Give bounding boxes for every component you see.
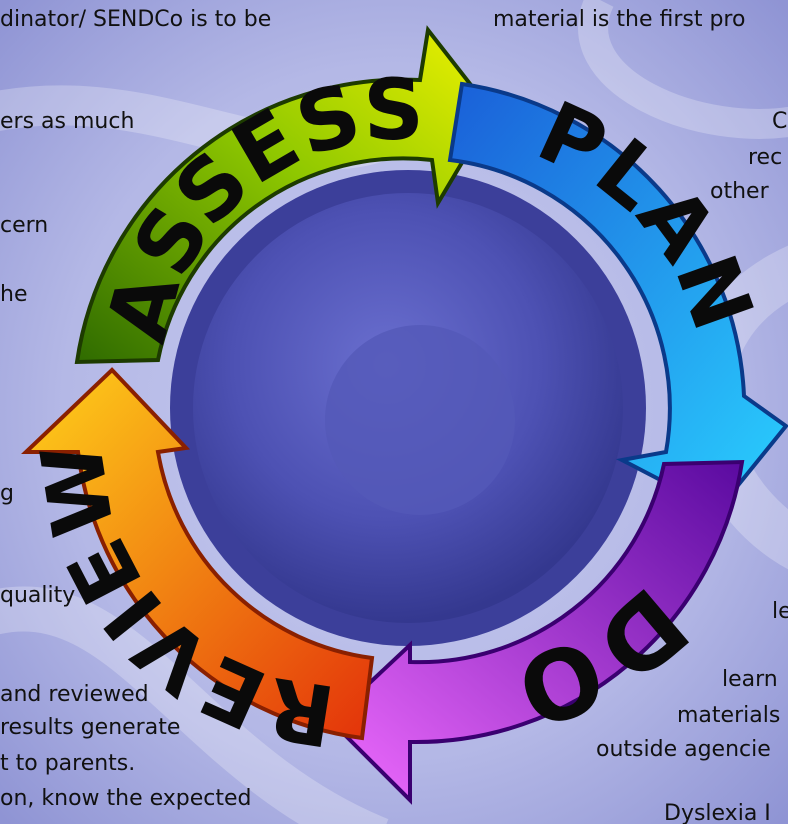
left-text-line: on, know the expected xyxy=(0,786,252,811)
center-disc xyxy=(170,170,646,646)
background-text-left: dinator/ SENDCo is to be ers as much cer… xyxy=(0,7,271,811)
right-text-line: outside agencie xyxy=(596,737,771,762)
left-text-line: cern xyxy=(0,213,48,238)
arrow-do xyxy=(327,459,745,805)
right-text-line: Dyslexia I xyxy=(664,801,771,824)
left-text-line: g xyxy=(0,481,14,506)
left-text-line: ers as much xyxy=(0,109,134,134)
left-text-line: dinator/ SENDCo is to be xyxy=(0,7,271,32)
right-text-line: materials xyxy=(677,703,780,728)
arrow-assess xyxy=(74,25,495,365)
right-text-line: le xyxy=(772,599,788,624)
right-text-line: C xyxy=(772,109,787,134)
right-text-line: learn xyxy=(722,667,778,692)
right-text-line: material is the first pro xyxy=(493,7,745,32)
background-text-right: material is the first pro C rec other le… xyxy=(493,7,788,824)
left-text-line: t to parents. xyxy=(0,751,135,776)
left-text-line: and reviewed xyxy=(0,682,149,707)
left-text-line: quality xyxy=(0,583,75,608)
right-text-line: rec xyxy=(748,145,782,170)
left-text-line: he xyxy=(0,282,27,307)
arrow-review xyxy=(21,367,375,741)
left-text-line: results generate xyxy=(0,715,180,740)
right-text-line: other xyxy=(710,179,770,204)
